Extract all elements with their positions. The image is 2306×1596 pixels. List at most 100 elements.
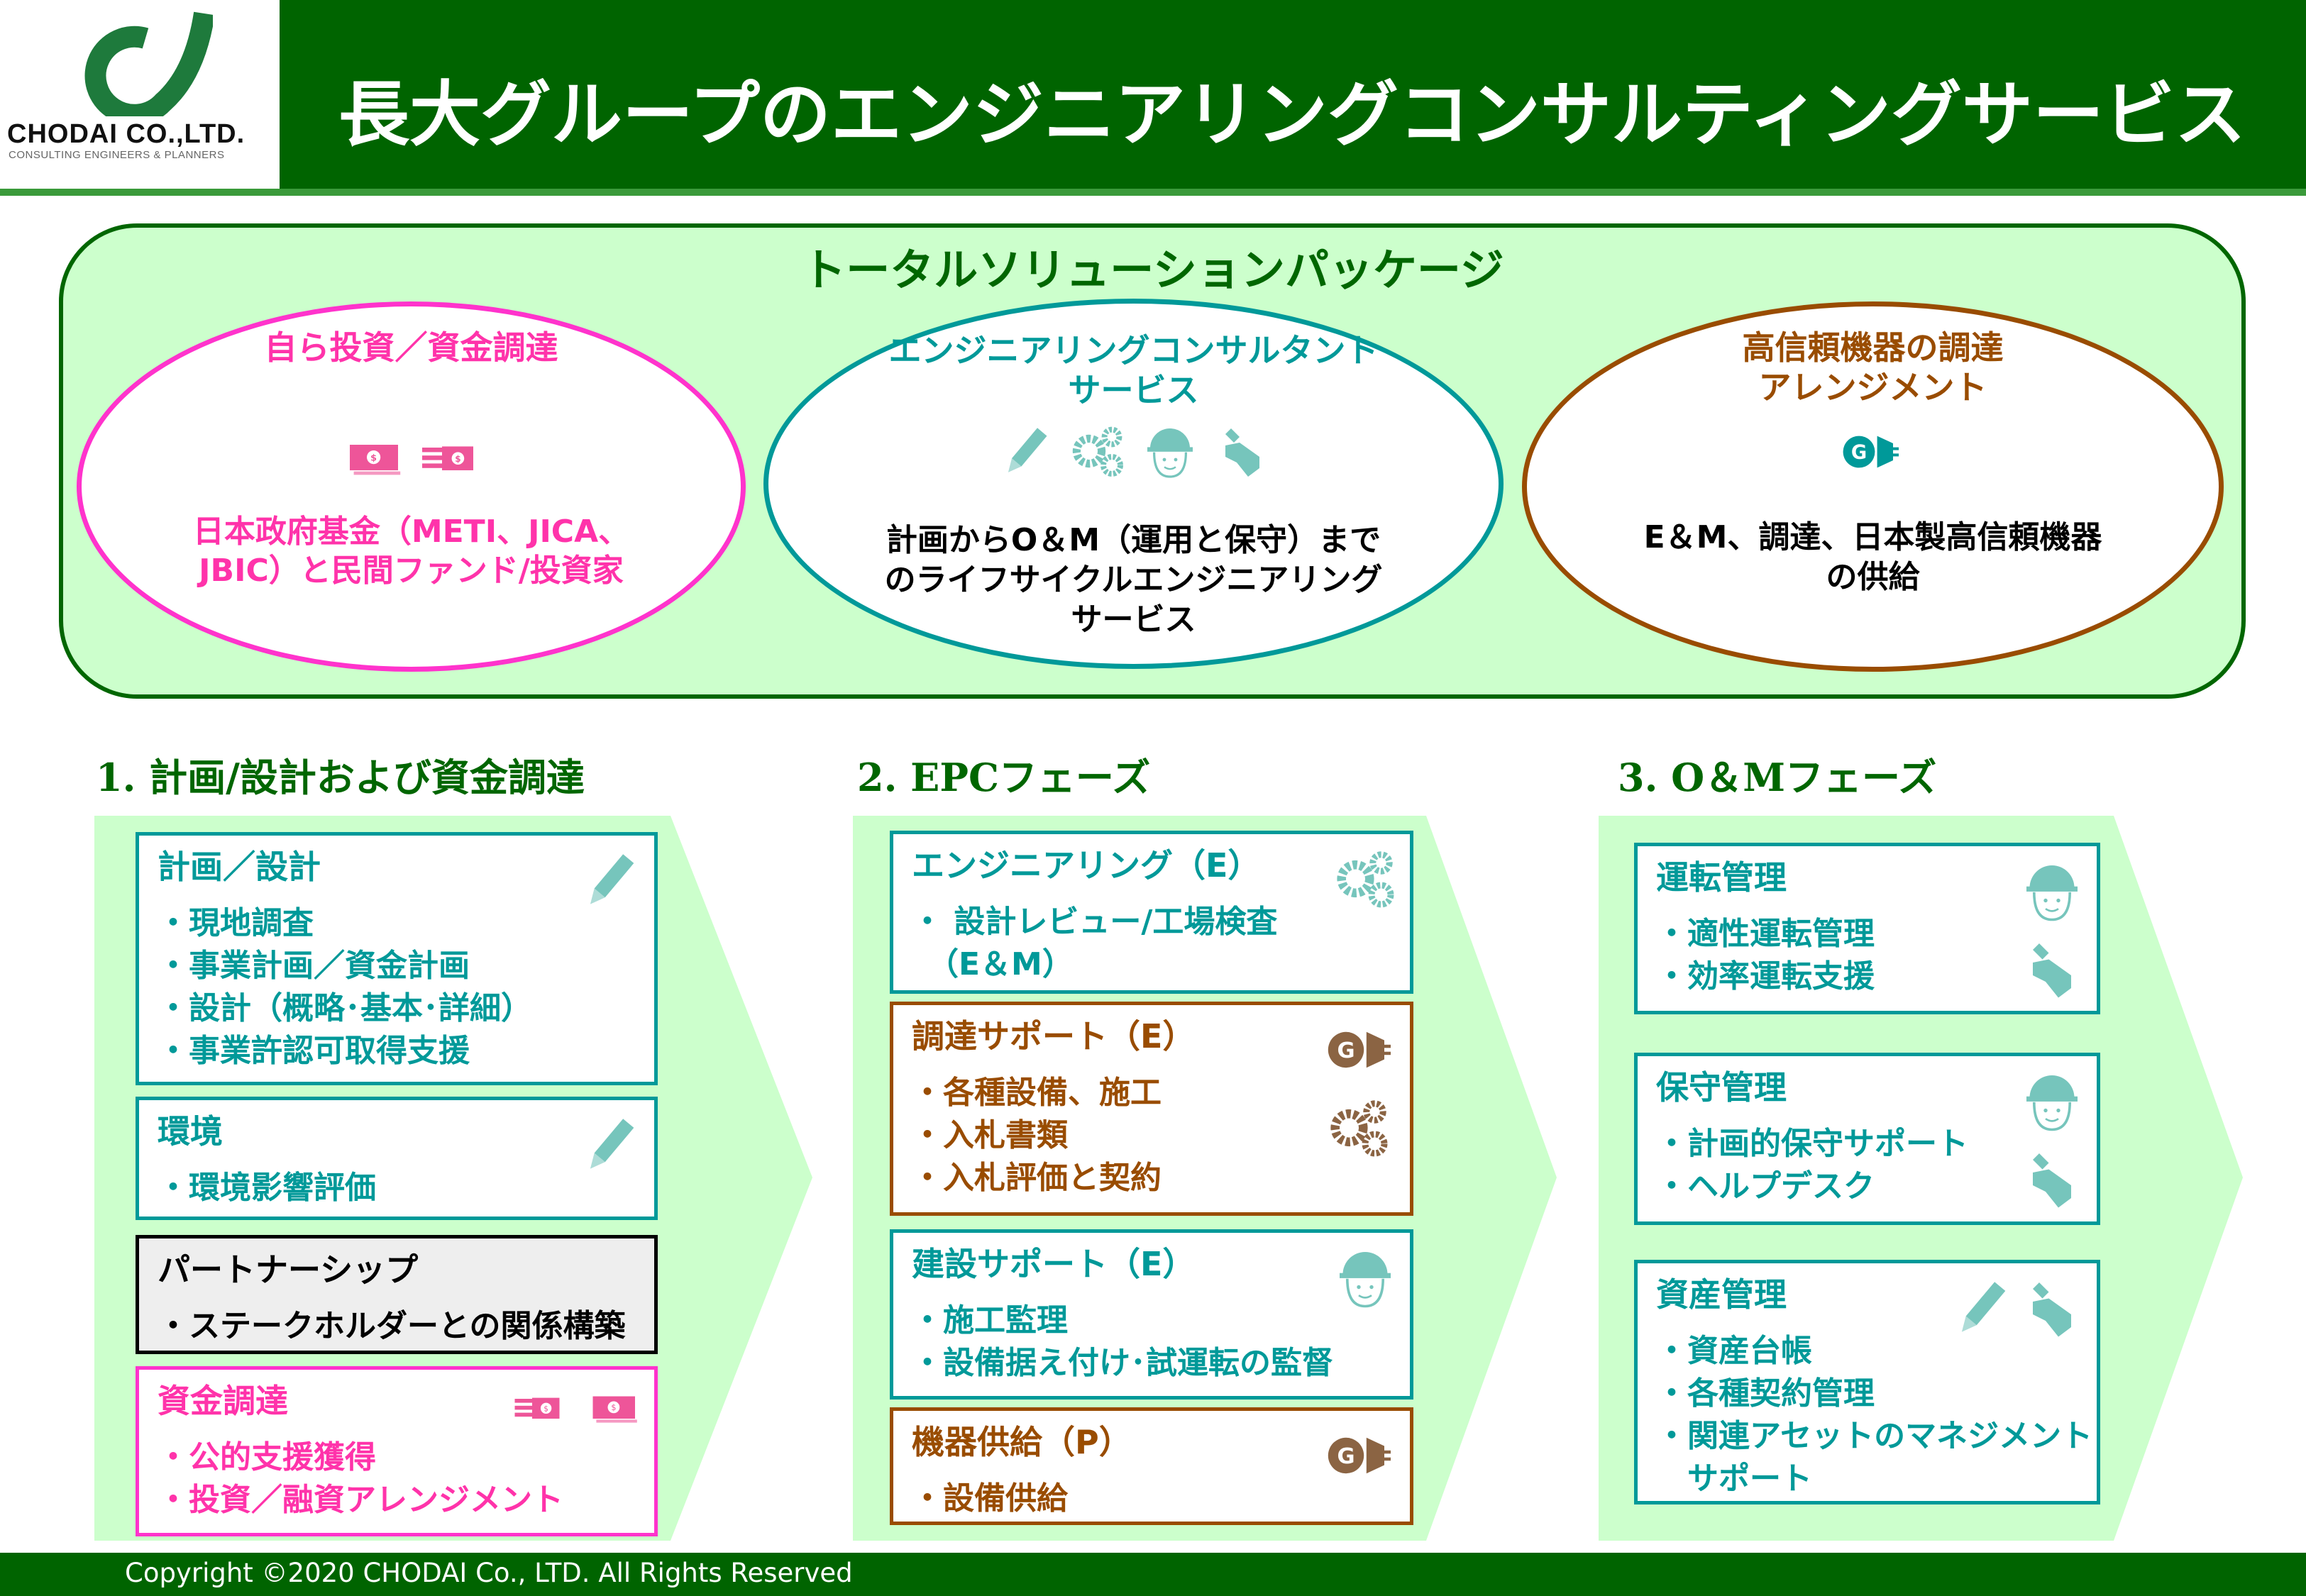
ellipse-description: 日本政府基金（METI、JICA、 <box>192 514 630 550</box>
ellipse-icons <box>768 423 1499 480</box>
box-item: ・環境影響評価 <box>158 1170 376 1206</box>
helmet-worker-icon <box>2020 1069 2084 1133</box>
phase-2-title: 2. EPCフェーズ <box>857 755 1151 800</box>
box-item: ・設備供給 <box>912 1480 1068 1517</box>
box-title: 資金調達 <box>158 1382 288 1420</box>
footer-bar <box>0 1553 2306 1596</box>
phase-1-title: 1. 計画/設計および資金調達 <box>96 755 585 800</box>
box-item: ・計画的保守サポート <box>1656 1126 1968 1162</box>
ellipse-description: 計画からO＆M（運用と保守）まで <box>886 522 1381 558</box>
box-icons <box>2020 859 2084 1001</box>
box-item: ・事業許認可取得支援 <box>158 1033 470 1069</box>
box-icons: G <box>1327 1424 1397 1487</box>
ellipse-icons: G <box>1527 423 2219 480</box>
generator-plug-icon: G <box>1327 1424 1397 1487</box>
box-item: （E＆M） <box>912 946 1074 982</box>
logo-mark-icon <box>84 11 213 116</box>
box-title: 調達サポート（E） <box>912 1017 1196 1055</box>
money-hand-icon: $ <box>419 431 476 487</box>
pencil-icon <box>997 423 1054 480</box>
service-box: 資金調達・公的支援獲得・投資／融資アレンジメント $ $ <box>136 1366 658 1536</box>
ellipse-title: エンジニアリングコンサルタント <box>888 331 1379 370</box>
box-item: ・各種設備、施工 <box>912 1075 1162 1111</box>
page-title: 長大グループのエンジニアリングコンサルティングサービス <box>338 73 2246 156</box>
box-item: ・設計（概略･基本･詳細） <box>158 990 532 1026</box>
svg-text:G: G <box>1337 1038 1355 1063</box>
ellipse-investment-financing: 自ら投資／資金調達$$日本政府基金（METI、JICA、JBIC）と民間ファンド… <box>77 301 746 672</box>
ellipse-description: のライフサイクルエンジニアリング <box>884 562 1383 598</box>
service-box: 環境・環境影響評価 <box>136 1097 658 1220</box>
box-item: ・各種契約管理 <box>1656 1375 1875 1412</box>
ellipse-description: JBIC）と民間ファンド/投資家 <box>199 553 624 589</box>
box-icons <box>1949 1276 2084 1340</box>
wrench-icon <box>1214 423 1271 480</box>
box-title: 資産管理 <box>1656 1275 1787 1314</box>
helmet-worker-icon <box>1142 423 1198 480</box>
box-icons <box>2020 1069 2084 1211</box>
wrench-icon <box>2020 937 2084 1001</box>
service-box: 資産管理・資産台帳・各種契約管理・関連アセットのマネジメント サポート <box>1634 1260 2100 1504</box>
logo-subtitle: CONSULTING ENGINEERS & PLANNERS <box>9 149 225 161</box>
ellipse-description: E＆M、調達、日本製高信頼機器 <box>1643 519 2102 555</box>
money-bill-icon: $ <box>590 1384 640 1434</box>
service-box: 調達サポート（E） ・各種設備、施工・入札書類・入札評価と契約 G <box>890 1002 1413 1216</box>
gears-icon <box>1069 423 1126 480</box>
money-bill-icon: $ <box>347 431 404 487</box>
box-icons <box>578 848 641 912</box>
pencil-icon <box>578 848 641 912</box>
ellipse-title: 高信頼機器の調達 <box>1742 328 2004 367</box>
box-title: エンジニアリング（E） <box>912 846 1261 885</box>
company-logo: CHODAI CO.,LTD. CONSULTING ENGINEERS & P… <box>0 0 280 189</box>
box-title: 保守管理 <box>1656 1068 1787 1107</box>
phase-3-title: 3. O＆Mフェーズ <box>1618 755 1937 800</box>
header-bar <box>0 0 2306 189</box>
box-icons <box>578 1113 641 1177</box>
gears-icon <box>1333 847 1397 911</box>
box-item: ・入札評価と契約 <box>912 1160 1162 1196</box>
ellipse-description: サービス <box>1071 602 1196 638</box>
box-item: ・ 設計レビュー/工場検査 <box>912 904 1278 940</box>
service-box: エンジニアリング（E） ・ 設計レビュー/工場検査 （E＆M） <box>890 831 1413 994</box>
box-item: ・ヘルプデスク <box>1656 1168 1875 1204</box>
svg-text:G: G <box>1850 442 1866 464</box>
box-item: ・施工監理 <box>912 1302 1068 1339</box>
box-item: ・設備据え付け･試運転の監督 <box>912 1345 1333 1381</box>
box-item: ・事業計画／資金計画 <box>158 948 470 984</box>
wrench-icon <box>2020 1147 2084 1211</box>
box-title: 機器供給（P） <box>912 1423 1132 1461</box>
box-item: ・入札書類 <box>912 1117 1068 1153</box>
service-box: 運転管理・適性運転管理・効率運転支援 <box>1634 843 2100 1014</box>
money-hand-icon: $ <box>512 1384 562 1434</box>
logo-name: CHODAI CO.,LTD. <box>7 119 246 149</box>
helmet-worker-icon <box>2020 859 2084 923</box>
service-box: パートナーシップ・ステークホルダーとの関係構築 <box>136 1235 658 1354</box>
wrench-icon <box>2020 1276 2084 1340</box>
svg-text:$: $ <box>455 454 460 464</box>
box-item: サポート <box>1656 1461 1812 1497</box>
svg-text:$: $ <box>370 453 377 463</box>
box-title: 運転管理 <box>1656 858 1787 897</box>
svg-text:$: $ <box>544 1405 548 1414</box>
ellipse-title: 自ら投資／資金調達 <box>264 328 558 367</box>
box-item: ・投資／融資アレンジメント <box>158 1482 563 1518</box>
ellipse-title: サービス <box>1068 371 1199 409</box>
svg-text:G: G <box>1337 1444 1355 1469</box>
svg-text:$: $ <box>611 1403 616 1412</box>
generator-plug-icon: G <box>1327 1018 1397 1082</box>
gears-icon <box>1327 1096 1397 1160</box>
service-box: 計画／設計・現地調査・事業計画／資金計画・設計（概略･基本･詳細）・事業許認可取… <box>136 832 658 1085</box>
service-box: 保守管理・計画的保守サポート・ヘルプデスク <box>1634 1053 2100 1225</box>
box-item: ・公的支援獲得 <box>158 1439 376 1475</box>
ellipse-icons: $$ <box>82 431 741 487</box>
copyright-text: Copyright ©2020 CHODAI Co., LTD. All Rig… <box>125 1558 853 1588</box>
service-box: 機器供給（P） ・設備供給 G <box>890 1407 1413 1525</box>
box-item: ・ステークホルダーとの関係構築 <box>158 1308 626 1344</box>
box-title: 環境 <box>158 1112 223 1151</box>
box-item: ・資産台帳 <box>1656 1333 1812 1369</box>
box-title: 建設サポート（E） <box>912 1245 1196 1283</box>
box-icons <box>1333 1246 1397 1309</box>
ellipse-engineering-consulting: エンジニアリングコンサルタントサービス計画からO＆M（運用と保守）までのライフサ… <box>763 299 1504 669</box>
box-item: ・関連アセットのマネジメント <box>1656 1418 2093 1454</box>
pencil-icon <box>578 1113 641 1177</box>
